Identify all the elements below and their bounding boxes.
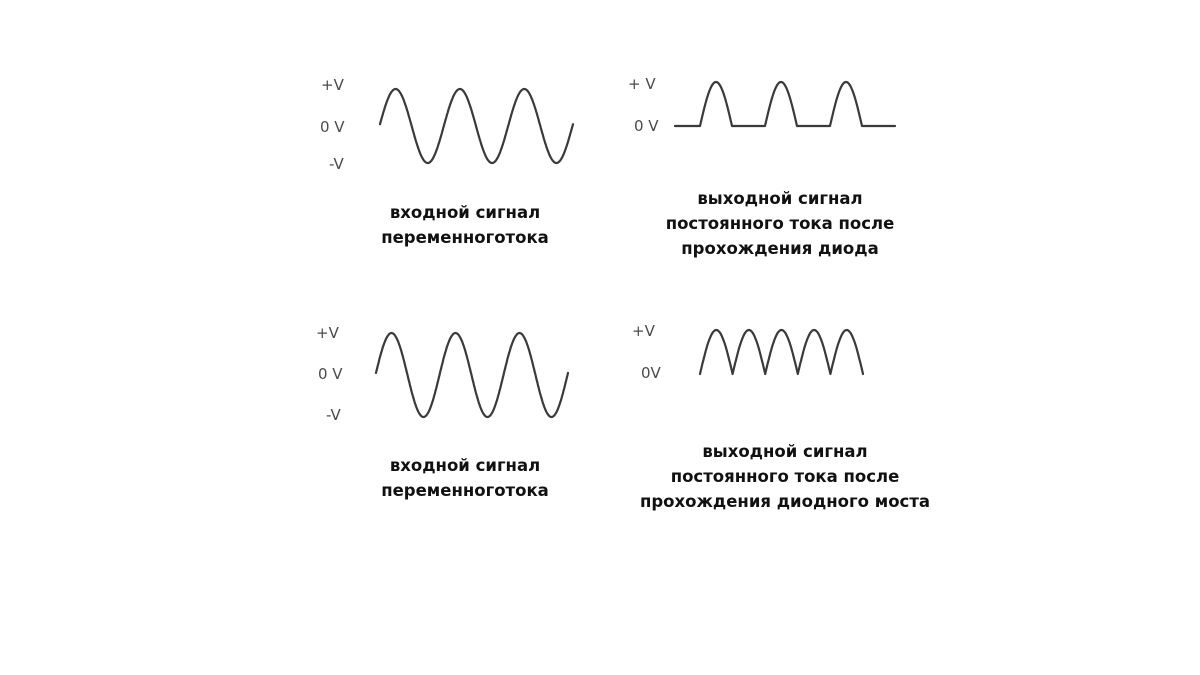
caption-ac-input-top: входной сигнал переменноготока [355,200,575,250]
caption-line: входной сигнал [389,456,541,475]
caption-line: входной сигнал [389,203,541,222]
axis-label-plus-v: + V [628,75,656,93]
axis-label-plus-v: +V [316,324,339,342]
half-wave-rectified-wave [673,80,897,128]
caption-ac-input-bottom: входной сигнал переменноготока [355,453,575,503]
axis-label-zero-v: 0 V [320,118,345,136]
caption-full-wave-output: выходной сигнал постоянного тока после п… [625,439,945,514]
axis-label-plus-v: +V [632,322,655,340]
caption-line: постоянного тока после [665,214,895,233]
caption-line: постоянного тока после [670,467,900,486]
axis-label-zero-v: 0V [641,364,661,382]
axis-label-zero-v: 0 V [634,117,659,135]
axis-label-plus-v: +V [321,76,344,94]
caption-line: прохождения диодного моста [639,492,931,511]
caption-line: переменноготока [381,481,549,500]
axis-label-minus-v: -V [326,406,341,424]
caption-line: переменноготока [381,228,549,247]
ac-sine-wave-bottom [374,331,570,419]
caption-half-wave-output: выходной сигнал постоянного тока после п… [645,186,915,261]
caption-line: выходной сигнал [702,442,868,461]
caption-line: выходной сигнал [697,189,863,208]
axis-label-zero-v: 0 V [318,365,343,383]
caption-line: прохождения диода [681,239,879,258]
ac-sine-wave-top [378,87,575,165]
axis-label-minus-v: -V [329,155,344,173]
full-wave-rectified-wave [698,328,865,376]
